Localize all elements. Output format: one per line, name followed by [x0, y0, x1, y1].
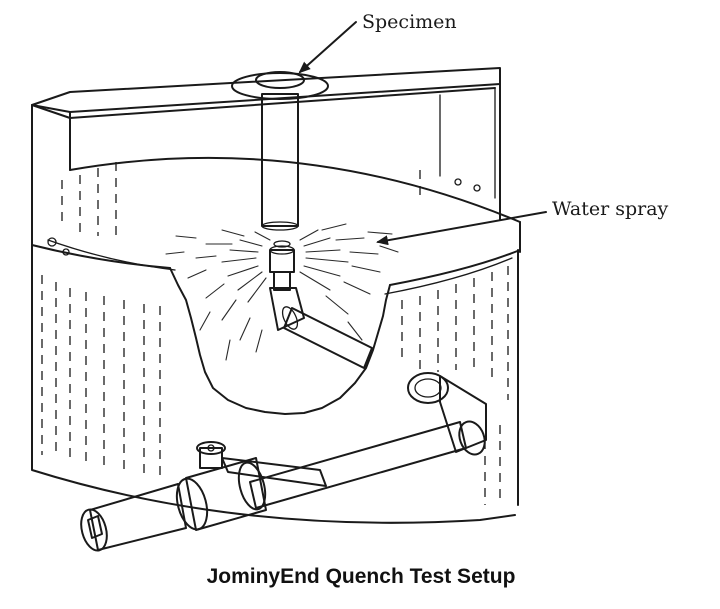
specimen-assembly — [231, 71, 329, 231]
support-bracket — [31, 67, 501, 221]
wall-hatching — [41, 162, 509, 505]
water-spray-callout: Water spray — [376, 198, 669, 246]
water-spray — [165, 223, 399, 361]
cutaway-opening — [169, 267, 391, 415]
supply-pipe — [80, 372, 487, 552]
water-spray-label: Water spray — [552, 198, 669, 220]
specimen-callout: Specimen — [298, 11, 457, 74]
diagram-caption: JominyEnd Quench Test Setup — [207, 565, 516, 588]
nozzle — [269, 240, 373, 369]
specimen-label: Specimen — [362, 11, 457, 33]
tank — [31, 104, 521, 524]
